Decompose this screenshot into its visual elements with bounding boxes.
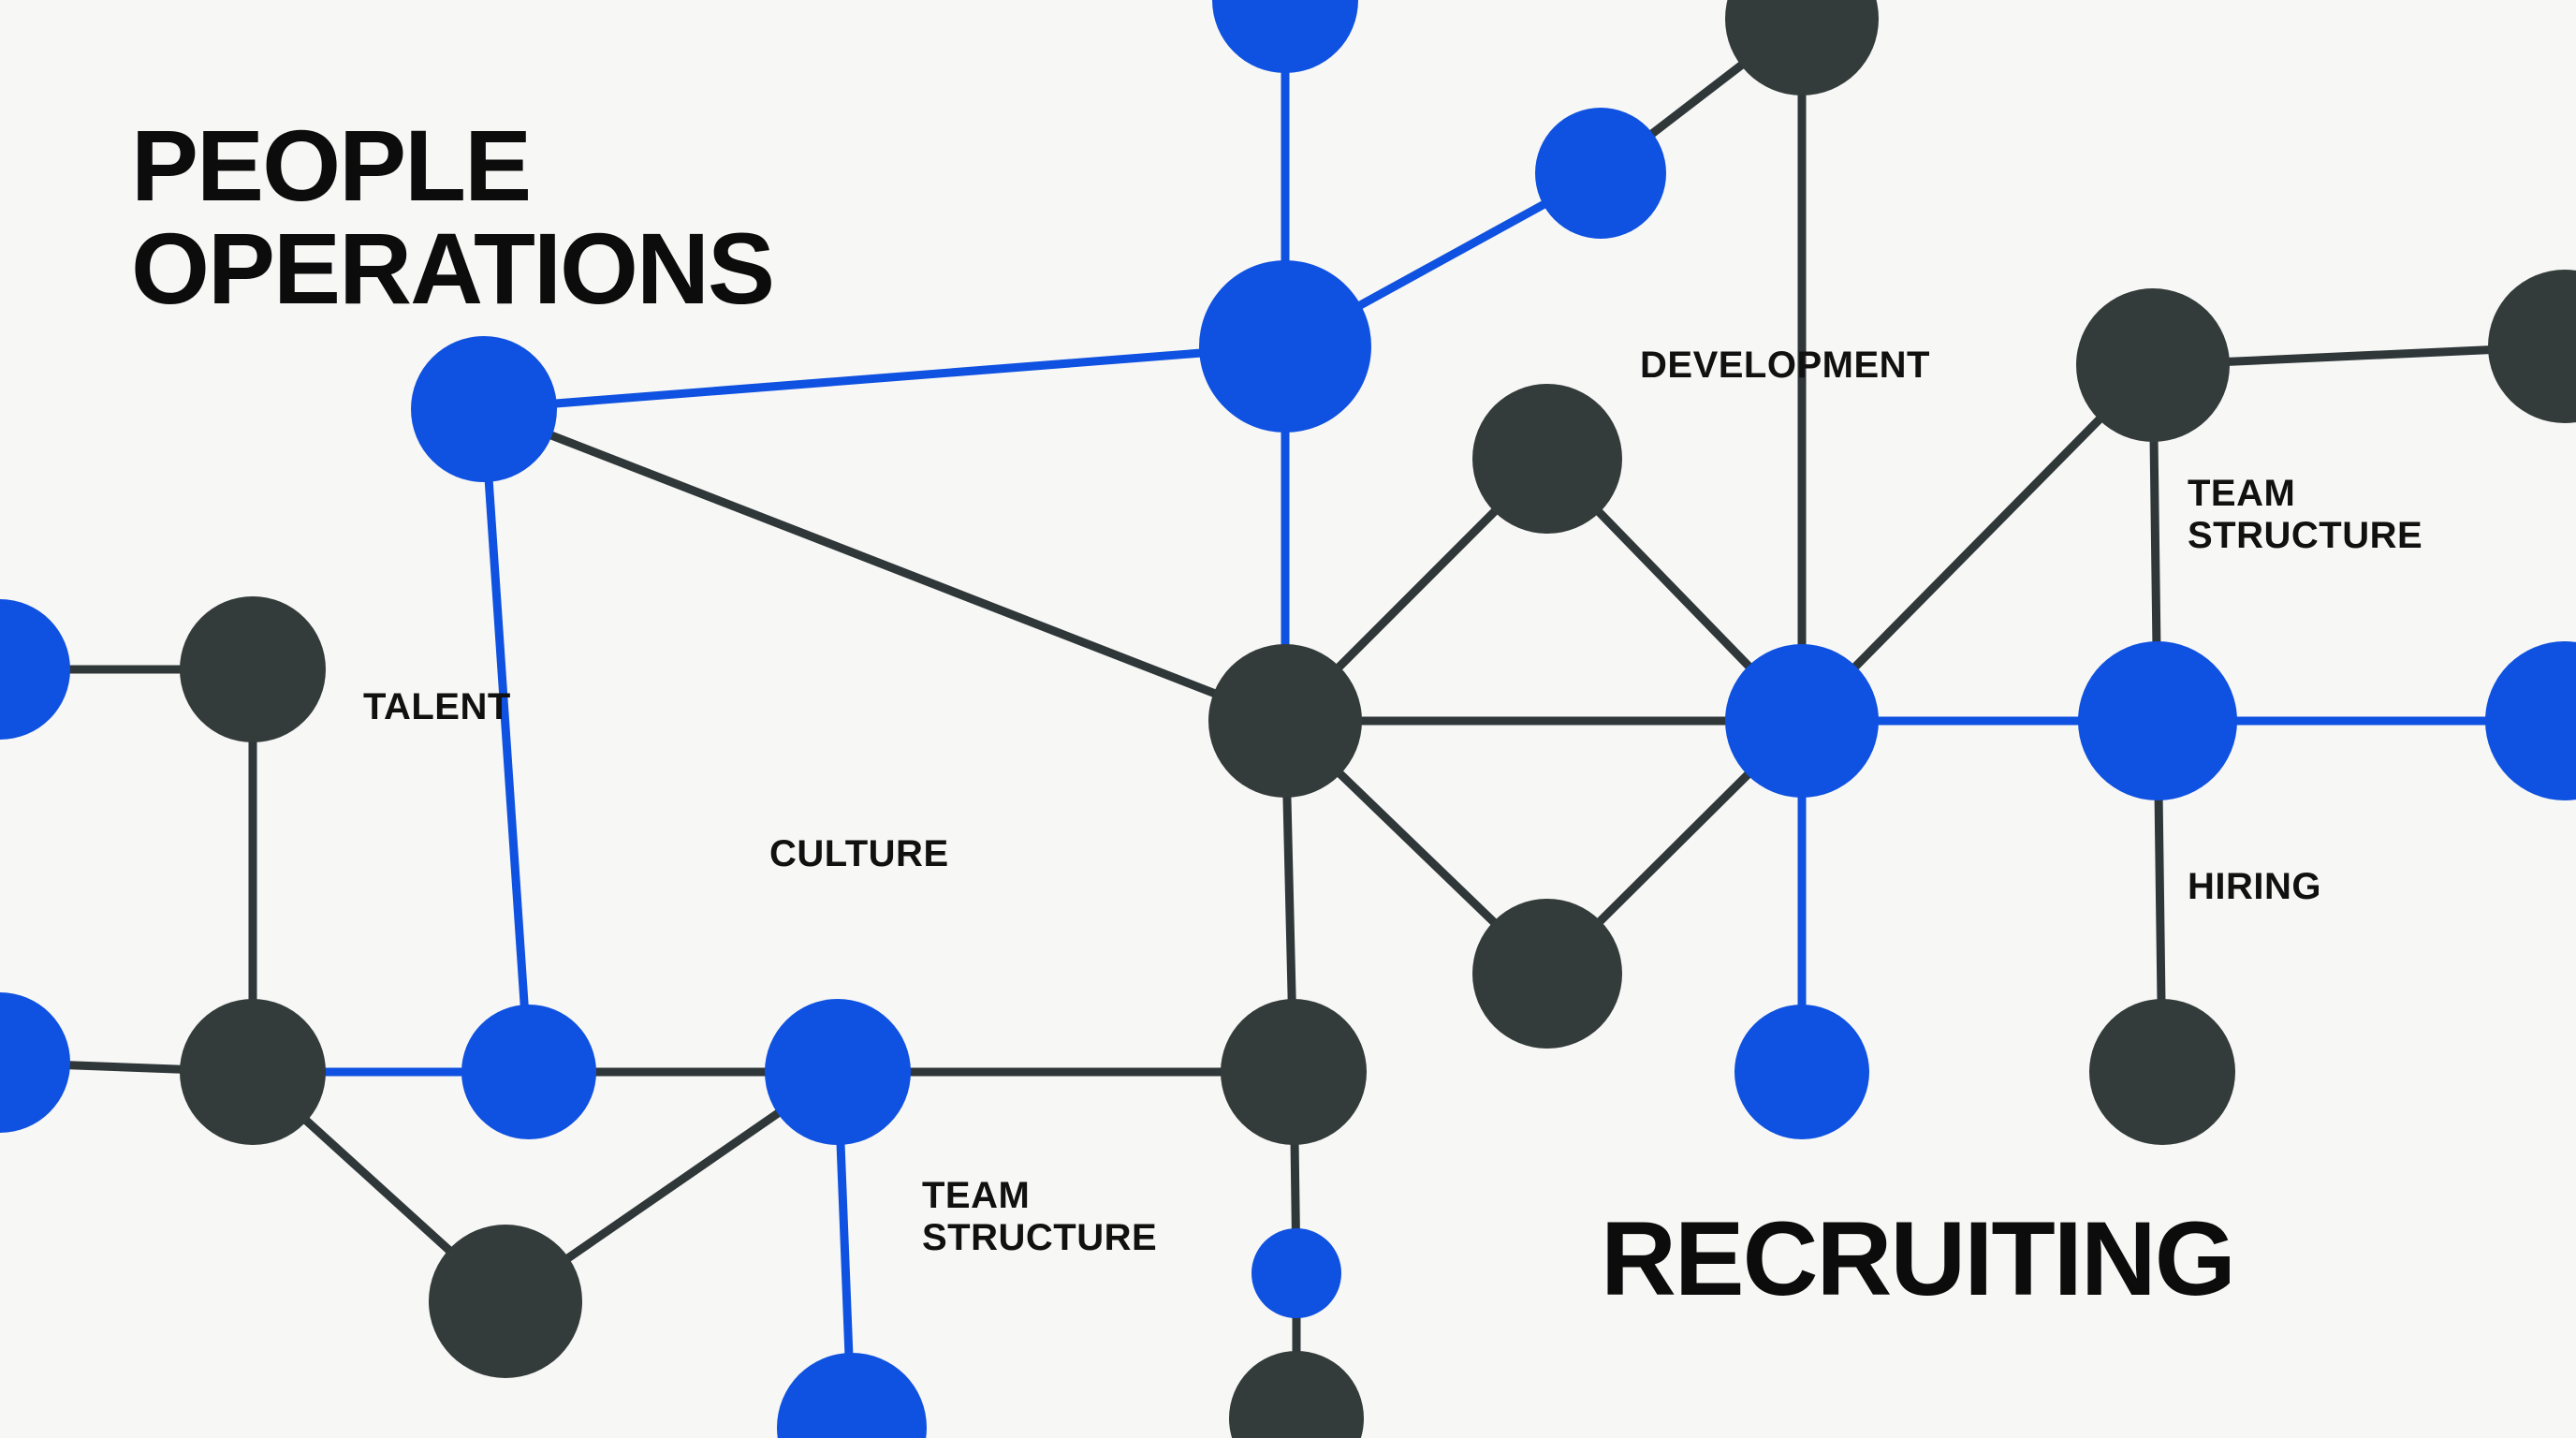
node-label-team-structure-right: TEAM STRUCTURE [2188,473,2423,556]
network-node[interactable] [411,336,557,482]
page-title: PEOPLE OPERATIONS [131,109,775,326]
network-node[interactable] [2076,288,2230,442]
node-label-team-structure-bottom: TEAM STRUCTURE [922,1175,1158,1258]
network-node[interactable] [429,1225,582,1378]
network-edge [479,408,534,1073]
network-edge [1798,361,2157,725]
network-node[interactable] [180,999,326,1145]
network-node[interactable] [1535,108,1666,239]
node-label-culture: CULTURE [769,833,949,874]
network-node[interactable] [0,599,70,740]
network-node[interactable] [461,1005,596,1139]
network-node[interactable] [1251,1228,1341,1318]
secondary-title: RECRUITING [1601,1200,2236,1317]
network-node[interactable] [2485,641,2576,800]
network-node[interactable] [1221,999,1367,1145]
network-edge [482,404,1287,726]
network-node[interactable] [180,596,326,742]
network-node[interactable] [777,1353,927,1438]
network-node[interactable] [1472,899,1622,1049]
network-node[interactable] [1199,260,1371,433]
network-node[interactable] [1725,0,1879,95]
network-node[interactable] [1212,0,1358,73]
network-node[interactable] [765,999,911,1145]
network-edge [483,342,1286,414]
network-node[interactable] [2488,270,2576,423]
network-node[interactable] [0,992,70,1133]
network-node[interactable] [2078,641,2237,800]
node-label-development: DEVELOPMENT [1640,345,1930,386]
network-node[interactable] [1725,644,1879,798]
network-node[interactable] [1472,384,1622,534]
network-node[interactable] [2089,999,2235,1145]
network-node[interactable] [1208,644,1362,798]
network-node[interactable] [1734,1005,1869,1139]
node-label-talent: TALENT [363,686,511,727]
node-label-hiring: HIRING [2188,866,2321,907]
network-node[interactable] [1229,1351,1364,1438]
